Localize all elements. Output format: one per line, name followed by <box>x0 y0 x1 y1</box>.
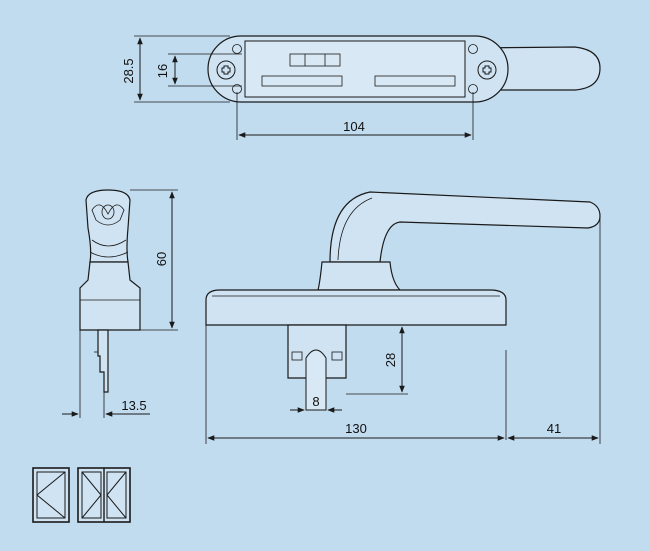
screw-hole-icon <box>468 44 478 54</box>
side-view-knob <box>85 189 131 263</box>
phillips-screw-icon <box>216 60 236 80</box>
front-view: 28 8 130 41 <box>205 191 601 444</box>
dim-top-outer-height: 28.5 <box>121 58 136 83</box>
dim-front-slot-height: 28 <box>383 353 398 367</box>
top-view-inner-plate <box>244 40 466 98</box>
dim-top-width: 104 <box>343 119 365 134</box>
top-view-slot-left <box>261 75 343 87</box>
front-view-neck <box>317 261 402 291</box>
dim-front-handle-extension: 41 <box>547 421 561 436</box>
dim-top-inner-height: 16 <box>155 64 170 78</box>
top-view: 28.5 16 104 <box>121 35 601 140</box>
front-view-slot <box>305 349 327 411</box>
double-casement-window-icon <box>77 467 131 523</box>
dim-front-slot-width: 8 <box>312 394 319 409</box>
top-view-slot-right <box>374 75 456 87</box>
phillips-screw-icon <box>477 60 497 80</box>
top-view-latch <box>289 53 341 67</box>
single-casement-window-icon <box>32 467 70 523</box>
side-view: 60 13.5 <box>62 189 178 418</box>
dim-side-depth: 13.5 <box>121 398 146 413</box>
side-view-body <box>79 261 141 331</box>
front-view-base <box>205 289 507 326</box>
front-view-lever <box>329 191 601 263</box>
side-view-spindle <box>97 329 109 393</box>
dim-side-height: 60 <box>154 252 169 266</box>
screw-hole-icon <box>232 44 242 54</box>
dim-front-base-length: 130 <box>345 421 367 436</box>
